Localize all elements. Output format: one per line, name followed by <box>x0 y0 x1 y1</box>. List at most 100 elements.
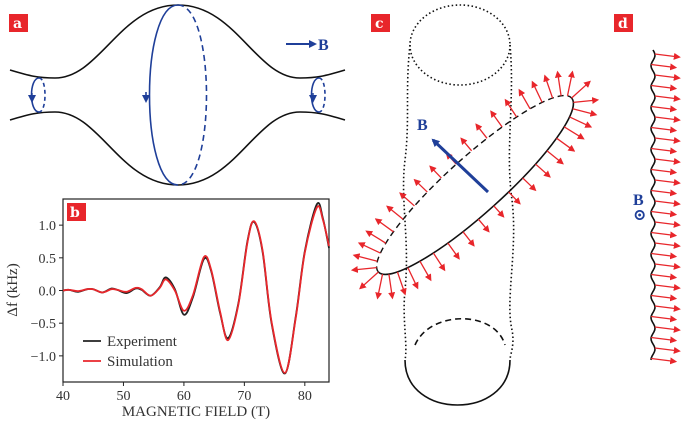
current-arrow-icon <box>490 110 503 128</box>
panel-b: b 40 50 60 70 80 1.00.50.0−0.5−1.0 MAGNETIC … <box>5 198 330 420</box>
y-axis-ticks: 1.00.50.0−0.5−1.0 <box>31 219 63 365</box>
panel-b-label: b <box>70 205 80 221</box>
cylinder-left-wall <box>402 44 411 361</box>
tube-lower-wall <box>9 111 346 186</box>
panel-c-label-box <box>371 14 390 32</box>
current-arrow-icon <box>407 267 419 290</box>
current-arrow-icon <box>447 242 460 260</box>
current-arrow-icon <box>651 84 678 92</box>
current-arrow-icon <box>504 98 518 118</box>
current-arrow-icon <box>651 231 678 239</box>
x-tick-label: 60 <box>177 389 191 404</box>
cylinder-right-wall <box>508 44 515 361</box>
x-tick-label: 80 <box>298 389 312 404</box>
field-out-of-page-icon: ⊙ <box>633 207 646 224</box>
plot-frame <box>62 198 330 383</box>
surface-line <box>650 49 656 361</box>
current-arrow-icon <box>651 273 678 281</box>
current-arrow-icon <box>571 80 591 99</box>
current-arrow-icon <box>651 147 678 155</box>
legend-label-experiment: Experiment <box>107 334 178 350</box>
current-arrow-icon <box>654 346 681 354</box>
current-arrow-icon <box>651 357 678 365</box>
x-tick-label: 70 <box>237 389 251 404</box>
current-loop-front <box>148 4 179 186</box>
current-arrow-icon <box>654 325 681 333</box>
current-arrow-icon <box>399 192 415 207</box>
current-arrow-icon <box>654 241 681 249</box>
current-arrow-icon <box>546 150 564 165</box>
current-arrow-icon <box>429 165 442 179</box>
current-arrow-icon <box>654 73 681 81</box>
series-experiment-line <box>62 202 330 375</box>
y-axis-label: Δf (kHz) <box>5 263 21 316</box>
current-arrow-icon <box>543 74 554 99</box>
cylinder-bottom-front <box>404 359 511 406</box>
current-arrow-icon <box>375 274 384 300</box>
y-tick-label: 0.5 <box>39 252 57 267</box>
x-tick-label: 50 <box>116 389 130 404</box>
current-arrow-icon <box>651 105 678 113</box>
panel-d-label-box <box>614 14 633 32</box>
current-arrow-icon <box>654 262 681 270</box>
legend: Experiment Simulation <box>83 334 178 370</box>
panel-d-field-label: B <box>633 192 644 209</box>
current-arrow-icon <box>518 88 531 110</box>
x-tick-label: 40 <box>56 389 70 404</box>
current-arrow-icon <box>654 136 681 144</box>
current-arrow-icon <box>531 80 543 103</box>
current-arrow-icon <box>522 177 537 192</box>
current-arrow-icon <box>572 108 598 117</box>
tube-upper-wall <box>9 4 346 79</box>
x-axis-label: MAGNETIC FIELD (T) <box>122 404 270 420</box>
current-arrow-icon <box>651 315 678 323</box>
current-arrow-icon <box>654 283 681 291</box>
series-simulation-line <box>62 205 330 374</box>
panel-c-field-label: B <box>417 117 428 134</box>
current-arrow-icon <box>573 96 600 104</box>
panel-d: d B ⊙ <box>614 14 681 365</box>
small-loop-left-back <box>38 77 46 113</box>
current-arrow-icon <box>419 260 432 282</box>
panel-a-label-box <box>9 14 28 32</box>
small-loop-right-back <box>318 77 326 113</box>
current-arrow-icon <box>350 266 377 274</box>
current-arrow-icon <box>432 252 446 272</box>
current-arrow-icon <box>651 126 678 134</box>
current-arrow-icon <box>654 52 681 60</box>
panel-b-label-box <box>67 203 86 221</box>
panel-c: c B <box>350 4 600 406</box>
tilted-loop-back <box>375 94 573 273</box>
panel-a-field-label: B <box>318 37 329 54</box>
current-arrow-icon <box>357 242 381 254</box>
current-arrow-icon <box>462 231 475 247</box>
current-arrow-icon <box>508 191 521 205</box>
field-arrow-c-icon <box>431 138 490 194</box>
current-arrow-icon <box>654 178 681 186</box>
current-arrow-icon <box>651 294 678 302</box>
legend-label-simulation: Simulation <box>107 354 173 370</box>
current-arrow-icon <box>460 137 473 152</box>
current-arrow-icon <box>563 126 585 140</box>
current-arrow-icon <box>654 115 681 123</box>
current-arrow-icon <box>374 218 394 233</box>
cylinder-top-ellipse <box>409 4 511 86</box>
current-arrow-icon <box>654 304 681 312</box>
current-arrow-icon <box>651 168 678 176</box>
current-arrow-icon <box>654 199 681 207</box>
panel-a-label: a <box>13 16 22 32</box>
current-arrow-icon <box>359 271 379 290</box>
tilted-loop-front <box>377 97 575 276</box>
current-arrow-icon <box>651 189 678 197</box>
current-arrow-icon <box>413 178 428 193</box>
current-arrow-icon <box>654 220 681 228</box>
current-arrow-icon <box>396 271 407 296</box>
current-arrow-icon <box>352 253 378 262</box>
current-arrow-icon <box>535 163 551 178</box>
current-arrows-d <box>651 52 681 365</box>
current-arrow-icon <box>493 205 505 218</box>
current-arrow-icon <box>475 123 488 139</box>
panel-d-label: d <box>618 16 628 32</box>
cylinder-bottom-back <box>414 317 506 346</box>
